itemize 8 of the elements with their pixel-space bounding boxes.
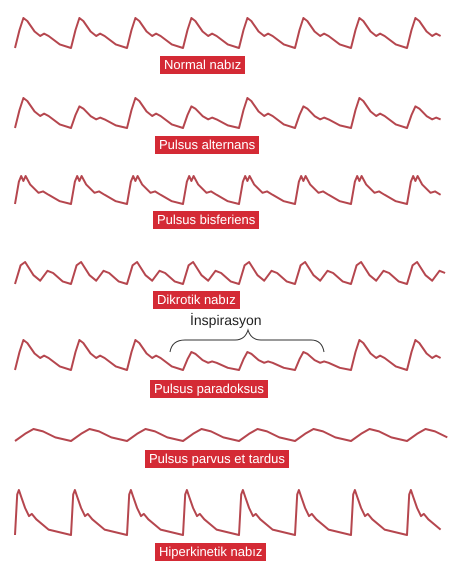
waveform-label: Pulsus paradoksus — [150, 380, 268, 398]
waveform-label: Pulsus parvus et tardus — [145, 450, 289, 468]
waveform-label: Normal nabız — [160, 56, 246, 74]
waveform-label: Pulsus bisferiens — [153, 211, 260, 229]
waveform-label: Dikrotik nabız — [153, 291, 240, 309]
waveform-label: Hiperkinetik nabız — [155, 543, 266, 561]
phase-label: İnspirasyon — [190, 312, 262, 328]
waveform-label: Pulsus alternans — [155, 136, 260, 154]
